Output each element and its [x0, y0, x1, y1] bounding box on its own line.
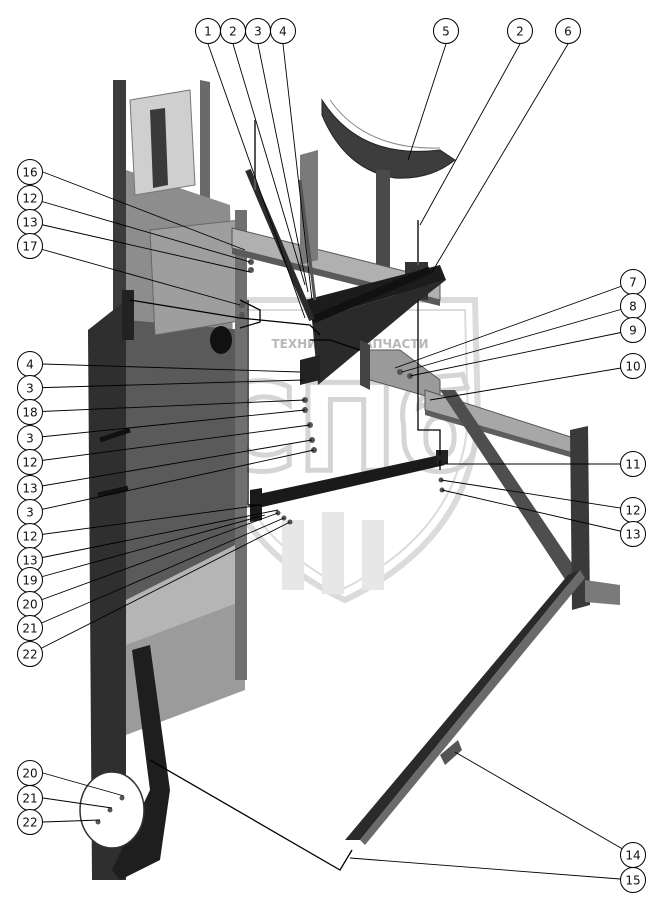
callout-11: 11: [620, 451, 646, 477]
callout-22b: 22: [17, 809, 43, 835]
callout-number: 17: [22, 239, 37, 253]
callout-7: 7: [620, 269, 646, 295]
callout-circle: [17, 159, 43, 185]
callout-number: 4: [26, 357, 34, 371]
callout-number: 8: [629, 299, 637, 313]
callout-19: 19: [17, 567, 43, 593]
callout-circle: [433, 18, 459, 44]
callout-4a: 4: [270, 18, 296, 44]
leader-lines: [29, 43, 634, 881]
side-frame: [345, 340, 620, 845]
callout-number: 13: [22, 553, 37, 567]
housing-frame: [79, 80, 247, 880]
callout-number: 12: [625, 503, 640, 517]
callout-number: 15: [625, 873, 640, 887]
callout-13a: 13: [17, 209, 43, 235]
callout-5: 5: [433, 18, 459, 44]
diagonal-rods: [245, 120, 419, 322]
callout-number: 16: [22, 165, 37, 179]
callout-number: 10: [625, 359, 640, 373]
callout-14: 14: [620, 842, 646, 868]
callout-number: 1: [204, 24, 212, 38]
callout-number: 5: [442, 24, 450, 38]
callout-4b: 4: [17, 351, 43, 377]
callout-2b: 2: [507, 18, 533, 44]
callout-1: 1: [195, 18, 221, 44]
callout-number: 21: [22, 621, 37, 635]
callout-circle: [270, 18, 296, 44]
callout-3d: 3: [17, 499, 43, 525]
callout-number: 22: [22, 815, 37, 829]
callout-circle: [620, 451, 646, 477]
callout-circle: [507, 18, 533, 44]
callout-12c: 12: [17, 523, 43, 549]
callout-21a: 21: [17, 615, 43, 641]
callout-13c: 13: [17, 547, 43, 573]
callout-number: 6: [564, 24, 572, 38]
callout-circle: [17, 641, 43, 667]
callout-number: 13: [625, 527, 640, 541]
callout-circle: [620, 317, 646, 343]
callout-12a: 12: [17, 185, 43, 211]
callout-circle: [17, 233, 43, 259]
callout-number: 4: [279, 24, 287, 38]
callout-number: 12: [22, 529, 37, 543]
upper-beam: [231, 150, 446, 385]
callout-number: 2: [516, 24, 524, 38]
callout-8: 8: [620, 293, 646, 319]
callout-number: 2: [229, 24, 237, 38]
callout-13b: 13: [17, 475, 43, 501]
callout-number: 13: [22, 481, 37, 495]
callout-10: 10: [620, 353, 646, 379]
callout-circle: [620, 353, 646, 379]
callout-circle: [17, 399, 43, 425]
callout-3b: 3: [17, 375, 43, 401]
callout-number: 3: [254, 24, 262, 38]
callout-circle: [555, 18, 581, 44]
callout-circle: [17, 449, 43, 475]
callout-number: 3: [26, 381, 34, 395]
callout-16: 16: [17, 159, 43, 185]
callout-number: 3: [26, 431, 34, 445]
callout-number: 13: [22, 215, 37, 229]
callout-number: 11: [625, 457, 640, 471]
callout-17: 17: [17, 233, 43, 259]
callout-number: 20: [22, 597, 37, 611]
callout-number: 20: [22, 766, 37, 780]
callout-number: 9: [629, 323, 637, 337]
callout-number: 21: [22, 791, 37, 805]
callout-22a: 22: [17, 641, 43, 667]
callout-12d: 12: [620, 497, 646, 523]
callout-20a: 20: [17, 591, 43, 617]
callout-15: 15: [620, 867, 646, 893]
callout-number: 19: [22, 573, 37, 587]
callout-number: 18: [22, 405, 37, 419]
callout-circle: [17, 809, 43, 835]
assembly-lines: [129, 299, 441, 871]
cover-plate: [321, 98, 456, 290]
callout-circle: [620, 867, 646, 893]
callout-number: 14: [625, 848, 640, 862]
callout-circle: [17, 615, 43, 641]
callout-number: 7: [629, 275, 637, 289]
callout-number: 3: [26, 505, 34, 519]
callout-circle: [620, 521, 646, 547]
callout-12b: 12: [17, 449, 43, 475]
callout-20b: 20: [17, 760, 43, 786]
callout-number: 12: [22, 191, 37, 205]
callout-3a: 3: [245, 18, 271, 44]
callout-3c: 3: [17, 425, 43, 451]
callout-18: 18: [17, 399, 43, 425]
callout-6: 6: [555, 18, 581, 44]
callout-9: 9: [620, 317, 646, 343]
callout-number: 12: [22, 455, 37, 469]
callout-13d: 13: [620, 521, 646, 547]
callout-2a: 2: [220, 18, 246, 44]
callout-21b: 21: [17, 785, 43, 811]
callout-number: 22: [22, 647, 37, 661]
